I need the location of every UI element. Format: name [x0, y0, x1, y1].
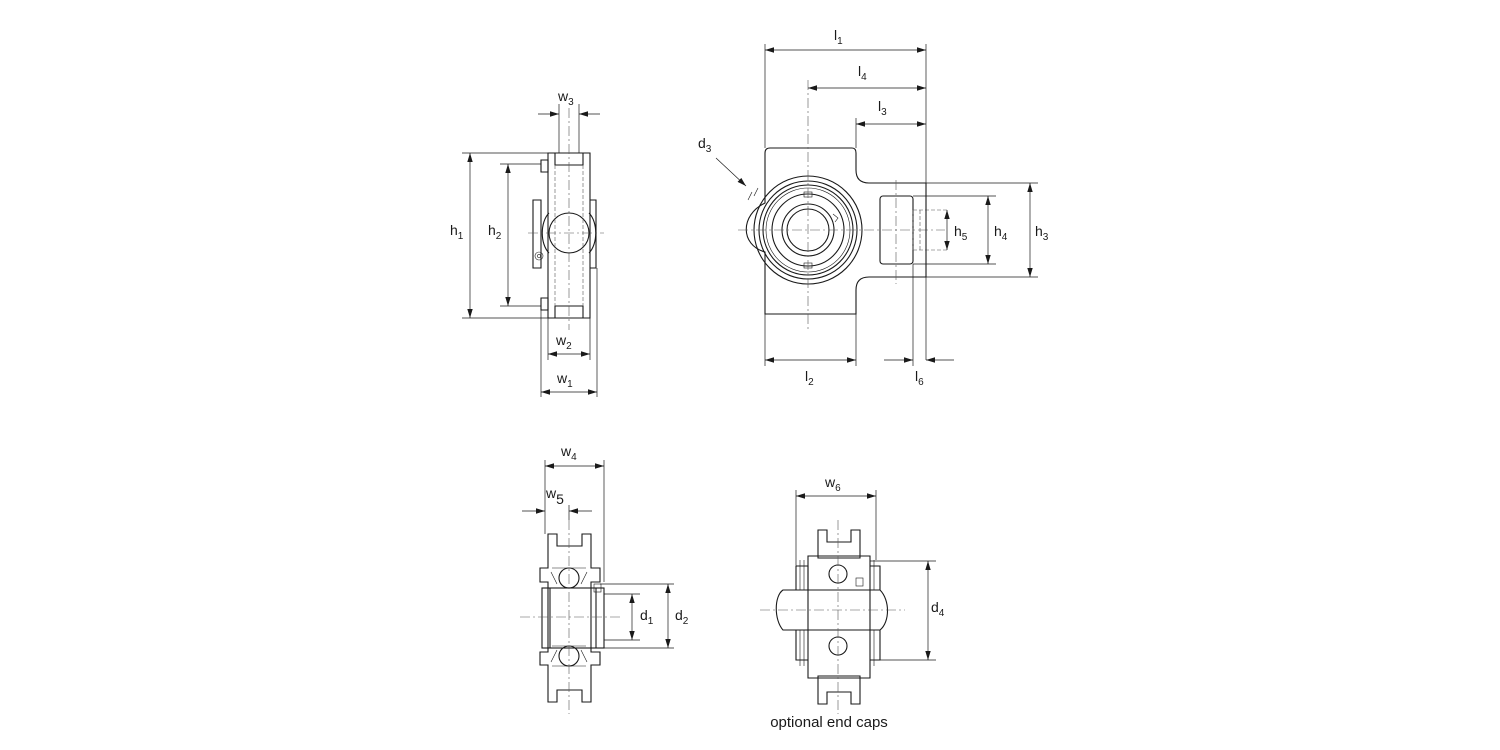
label-h4: h4: [994, 223, 1008, 243]
label-h1: h1: [450, 222, 464, 242]
label-w4: w4: [560, 443, 577, 463]
side-view-dimensions: [462, 104, 600, 397]
label-d1: d1: [640, 607, 654, 627]
label-w1: w1: [556, 370, 573, 390]
label-d4: d4: [931, 599, 945, 619]
end-caps-dimensions: [795, 490, 936, 661]
front-view-dimensions: [715, 44, 1038, 366]
caption-optional-end-caps: optional end caps: [770, 714, 888, 731]
section-view: [520, 520, 620, 714]
label-w5: w5: [545, 485, 564, 507]
label-h5: h5: [954, 223, 968, 243]
label-h3: h3: [1035, 223, 1049, 243]
label-d3: d3: [698, 135, 712, 155]
label-l1: l1: [834, 27, 843, 47]
label-h2: h2: [488, 222, 502, 242]
section-view-dimensions: [522, 460, 674, 649]
front-view: [738, 80, 947, 330]
end-caps-view: [760, 520, 905, 714]
label-d2: d2: [675, 607, 689, 627]
label-l3: l3: [878, 98, 887, 118]
label-l4: l4: [858, 63, 867, 83]
label-w3: w3: [557, 88, 574, 108]
label-l2: l2: [805, 368, 814, 388]
label-w6: w6: [824, 474, 841, 494]
label-l6: l6: [915, 368, 924, 388]
side-view: [528, 108, 604, 330]
label-w2: w2: [555, 332, 572, 352]
